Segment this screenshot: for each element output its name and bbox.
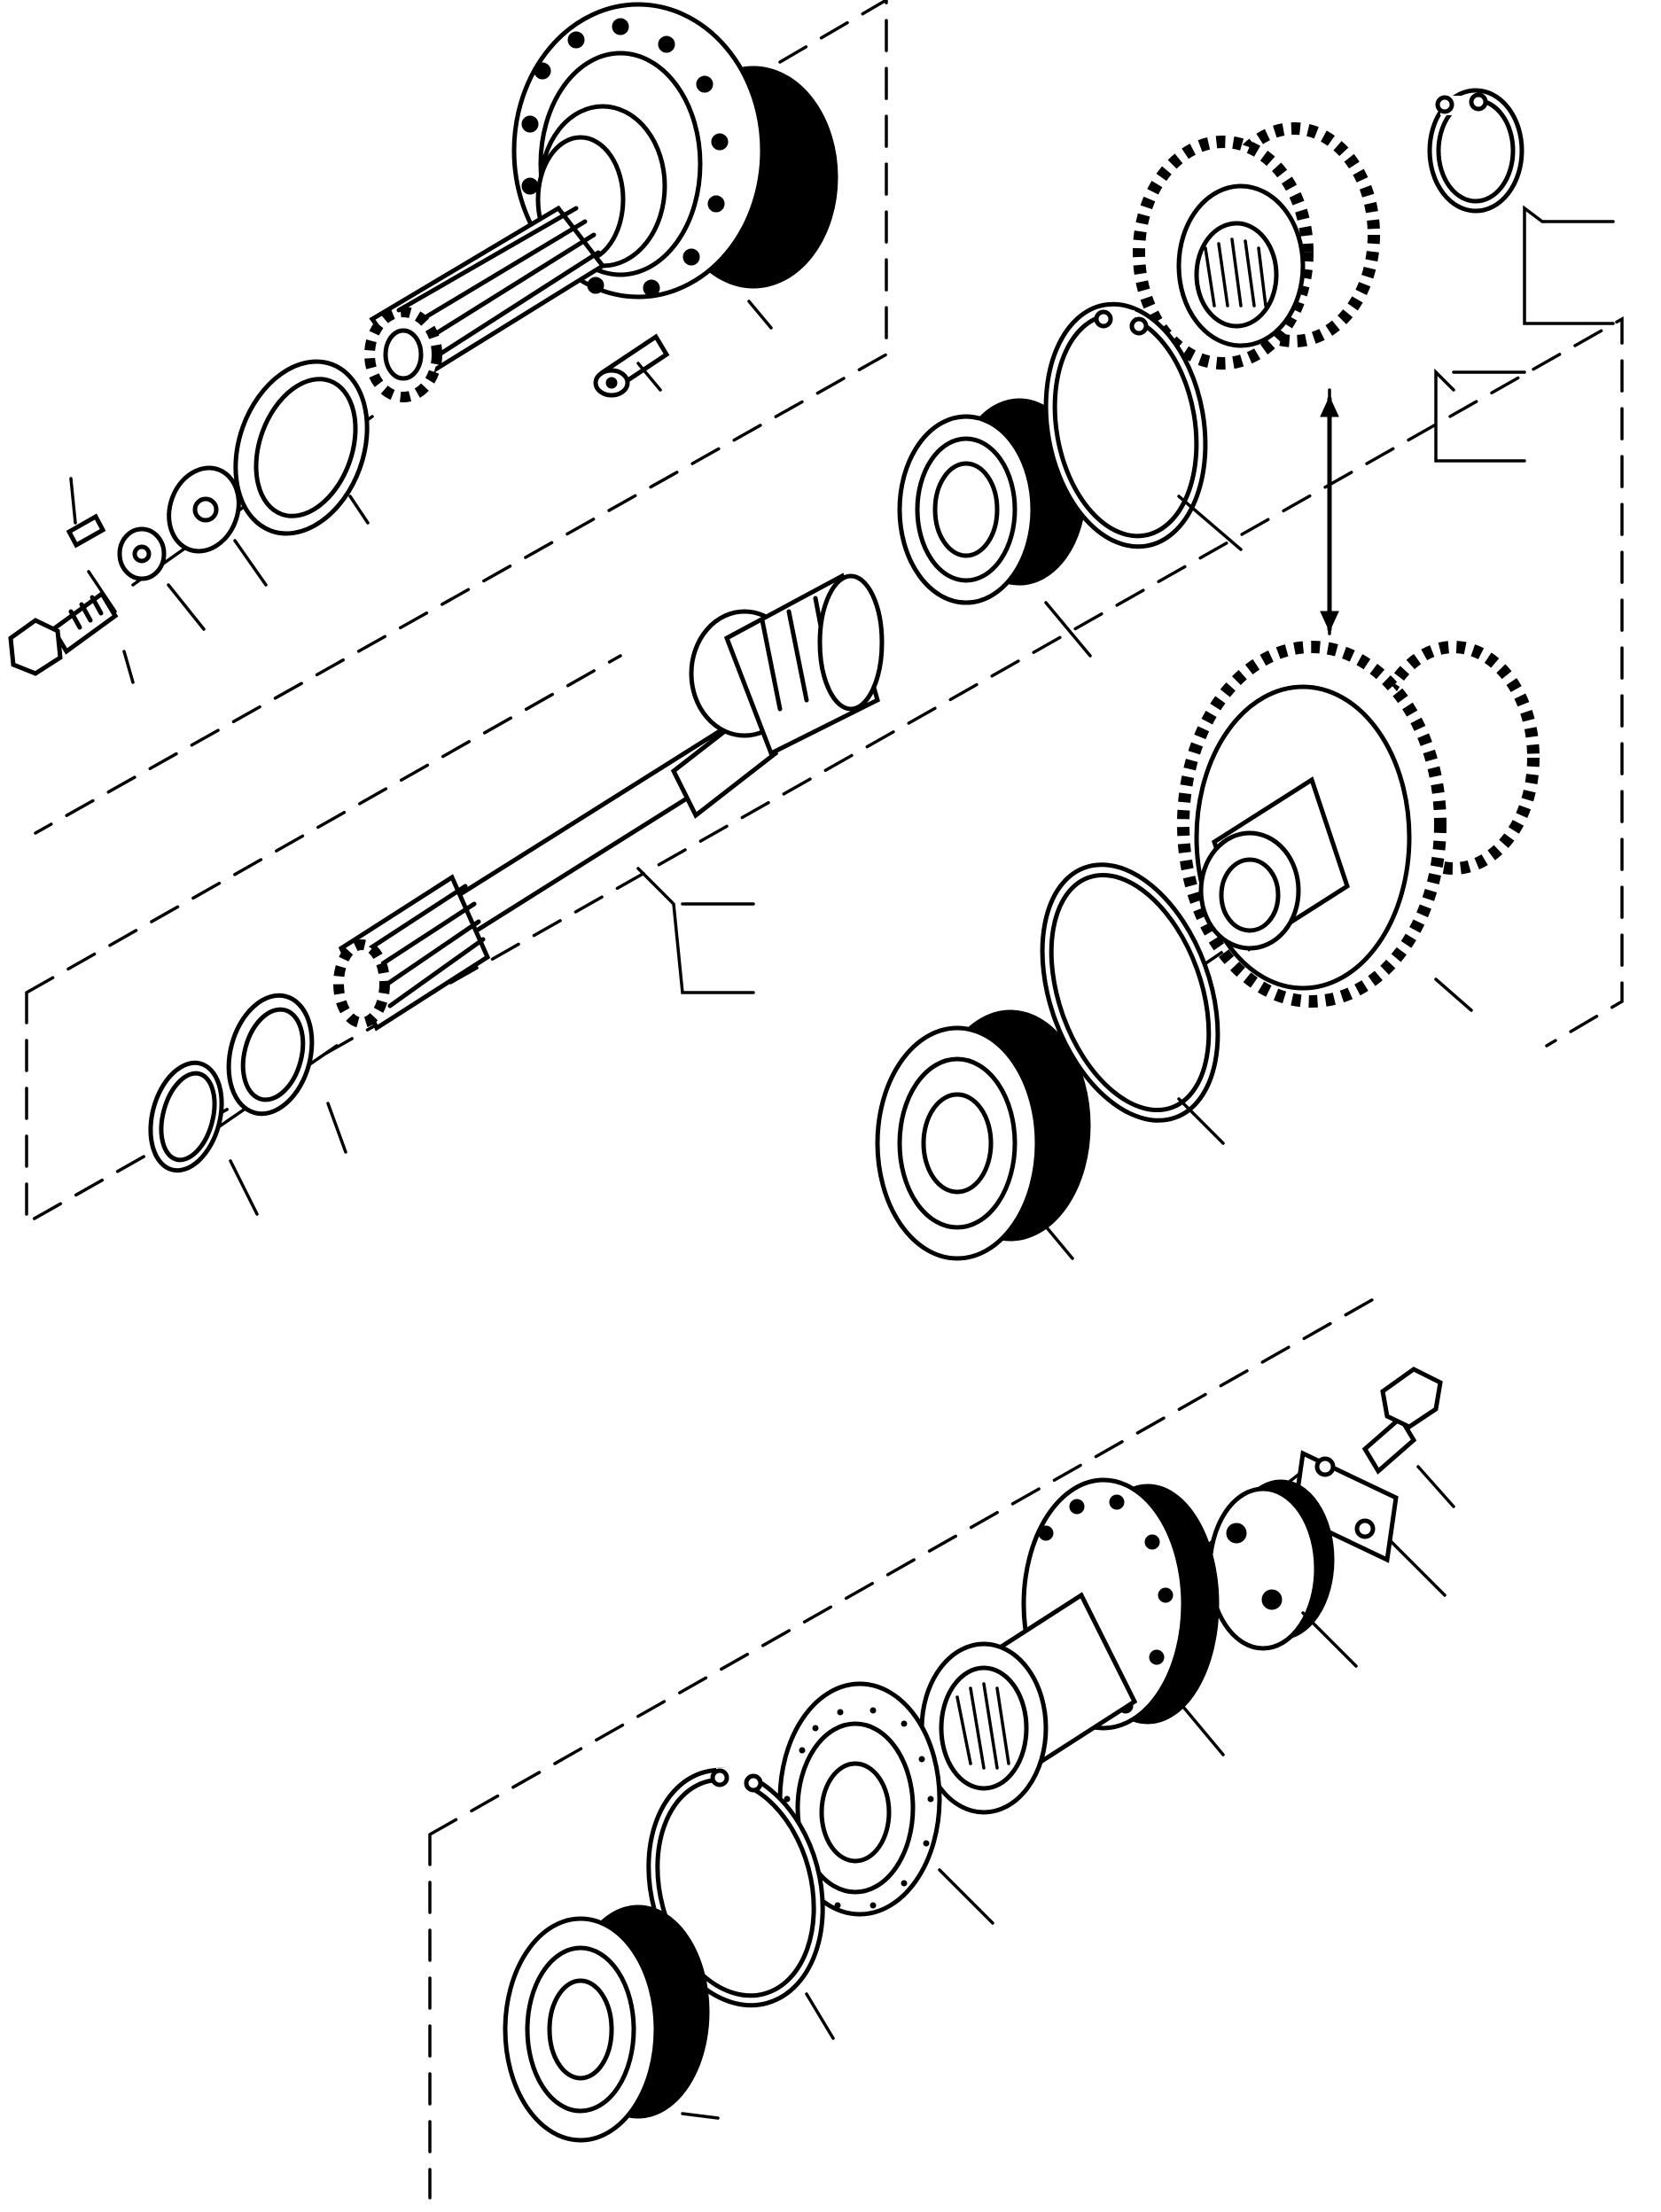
- group-frame-bottom: [428, 1292, 1384, 2200]
- group-frames: [25, 0, 1624, 2200]
- bolt-bottom: [1361, 1367, 1443, 1475]
- circlip: [1043, 301, 1208, 549]
- assembly-arrow: [1320, 395, 1339, 633]
- bearing: [875, 1009, 1091, 1261]
- pinion-gear: [1133, 122, 1380, 370]
- splined-shaft: [364, 205, 606, 402]
- group-frame-top: [34, 0, 888, 835]
- circlip-bottom: [646, 1767, 825, 2008]
- ball-bearing-bottom: [503, 1904, 710, 2143]
- bolt: [8, 590, 119, 676]
- thrust-ring-small: [226, 993, 315, 1117]
- long-shaft: [333, 572, 885, 1032]
- washer: [167, 465, 241, 554]
- circlip-small: [1427, 88, 1525, 214]
- leader-lines: [69, 205, 1615, 2120]
- needle-bearing: [939, 1665, 1029, 1791]
- double-gear: [1177, 641, 1540, 1008]
- circlip-large: [1040, 862, 1220, 1123]
- pin: [66, 513, 106, 549]
- snap-ring: [148, 1060, 224, 1173]
- group-frame-middle: [25, 315, 1624, 1227]
- thrust-ring: [233, 359, 370, 536]
- seal: [777, 1681, 942, 1917]
- socket-screw: [593, 333, 670, 398]
- lock-washer: [117, 526, 167, 581]
- washer-bottom: [1207, 1479, 1335, 1651]
- flanged-hub: [511, 2, 838, 300]
